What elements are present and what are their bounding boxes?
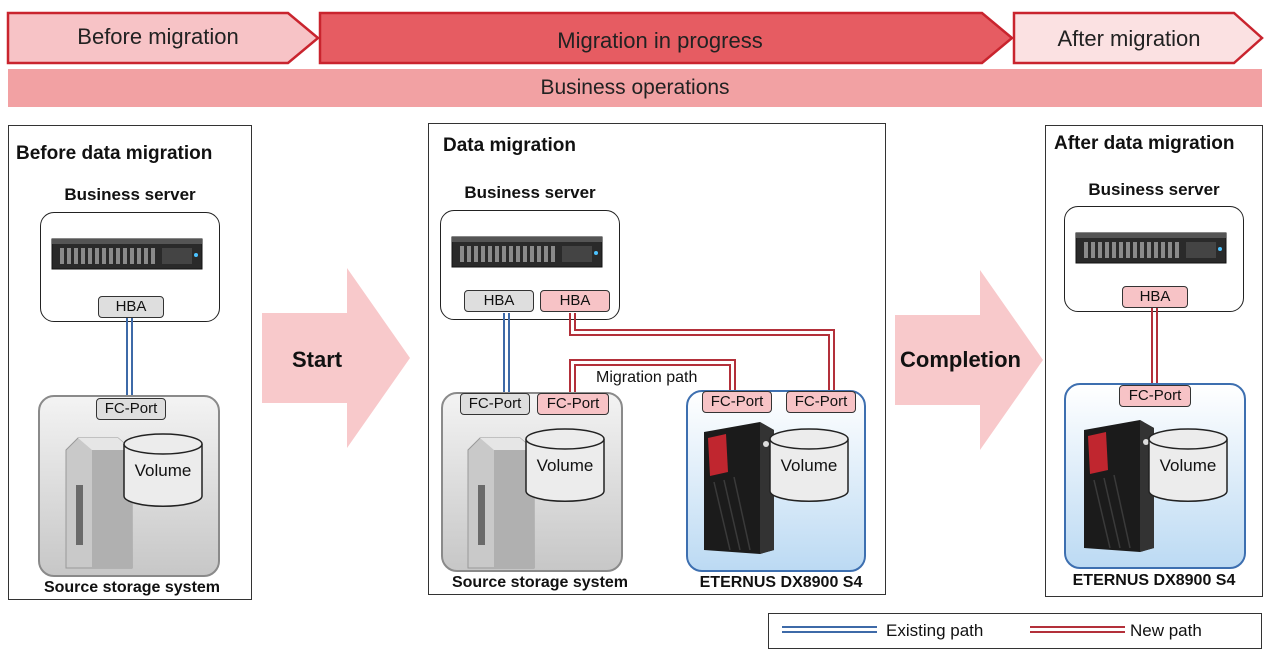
before-fc-port: FC-Port [96,398,166,420]
during-new-path [569,313,835,391]
panel-before-title: Before data migration [16,143,213,164]
phase-arrows [6,11,1264,65]
migration-path-label: Migration path [596,369,698,386]
during-src-port-new: FC-Port [537,393,609,415]
after-server-label: Business server [1088,180,1220,199]
during-dx-label: ETERNUS DX8900 S4 [699,574,863,591]
legend-new-label: New path [1130,621,1202,640]
legend-new-swatch [1030,626,1125,633]
volume-label: Volume [1160,456,1217,475]
server-icon [51,238,203,270]
during-server-label: Business server [464,183,596,202]
before-storage-label: Source storage system [43,579,221,596]
volume-icon: Volume [525,428,605,503]
during-paths [503,313,835,393]
volume-icon: Volume [1148,428,1228,503]
start-arrow [262,268,410,448]
after-storage-label: ETERNUS DX8900 S4 [1072,572,1236,589]
volume-icon: Volume [769,428,849,503]
panel-during-title: Data migration [443,135,577,156]
eternus-rack-icon [1084,420,1154,552]
phase-progress-label: Migration in progress [557,28,763,53]
phase-progress-shape [318,11,1014,65]
during-hba-new: HBA [540,290,610,312]
after-hba: HBA [1122,286,1188,308]
volume-label: Volume [781,456,838,475]
phase-before-label: Before migration [77,24,239,49]
eternus-rack-icon [704,422,774,554]
business-operations-label: Business operations [540,76,730,99]
server-icon [451,236,603,268]
volume-label: Volume [135,461,192,480]
volume-label: Volume [537,456,594,475]
completion-label: Completion [900,347,1021,372]
legend-existing-label: Existing path [886,621,984,640]
during-src-label: Source storage system [451,574,629,591]
phase-after-shape [1012,11,1264,65]
storage-tower-icon [65,437,133,569]
panel-after-title: After data migration [1054,133,1235,154]
phase-after-label: After migration [1057,26,1201,51]
migration-path [569,359,736,393]
during-src-port-existing: FC-Port [460,393,530,415]
during-existing-path [503,313,510,393]
during-hba-existing: HBA [464,290,534,312]
during-dx-port-2: FC-Port [786,391,856,413]
server-icon [1075,232,1227,264]
before-server-label: Business server [64,185,196,204]
completion-arrow [895,270,1043,450]
volume-icon: Volume [123,433,203,508]
before-existing-path [126,318,133,400]
start-label: Start [292,347,343,372]
legend-existing-swatch [782,626,877,633]
during-dx-port-1: FC-Port [702,391,772,413]
after-fc-port: FC-Port [1119,385,1191,407]
after-new-path [1151,308,1158,388]
phase-before-shape [6,11,320,65]
before-hba: HBA [98,296,164,318]
business-operations-bar [8,69,1262,107]
